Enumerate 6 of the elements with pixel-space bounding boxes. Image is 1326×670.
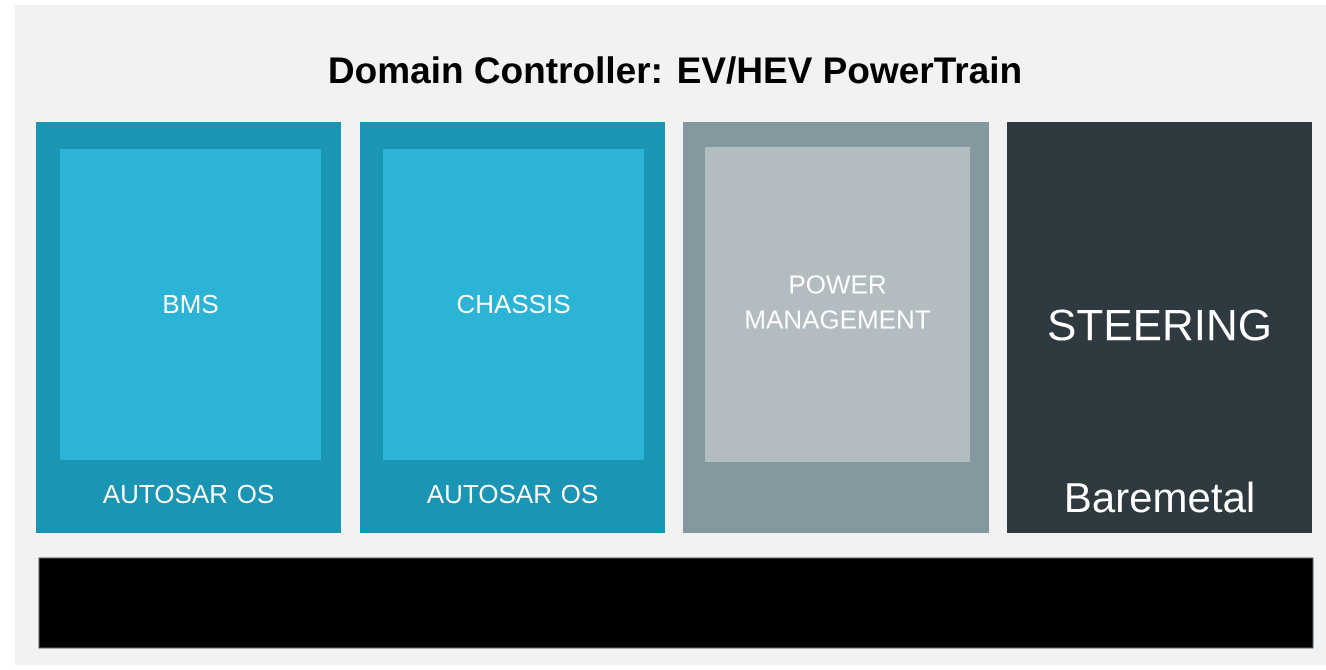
module-box: CHASSIS bbox=[383, 149, 644, 460]
title: Domain Controller: EV/HEV PowerTrain bbox=[330, 56, 1020, 84]
module-box: POWER MANAGEMENT bbox=[705, 147, 970, 462]
module-box: STEERING Baremetal bbox=[1007, 122, 1312, 533]
module-box: BMS bbox=[60, 149, 321, 460]
hardware-bar bbox=[38, 557, 1314, 649]
